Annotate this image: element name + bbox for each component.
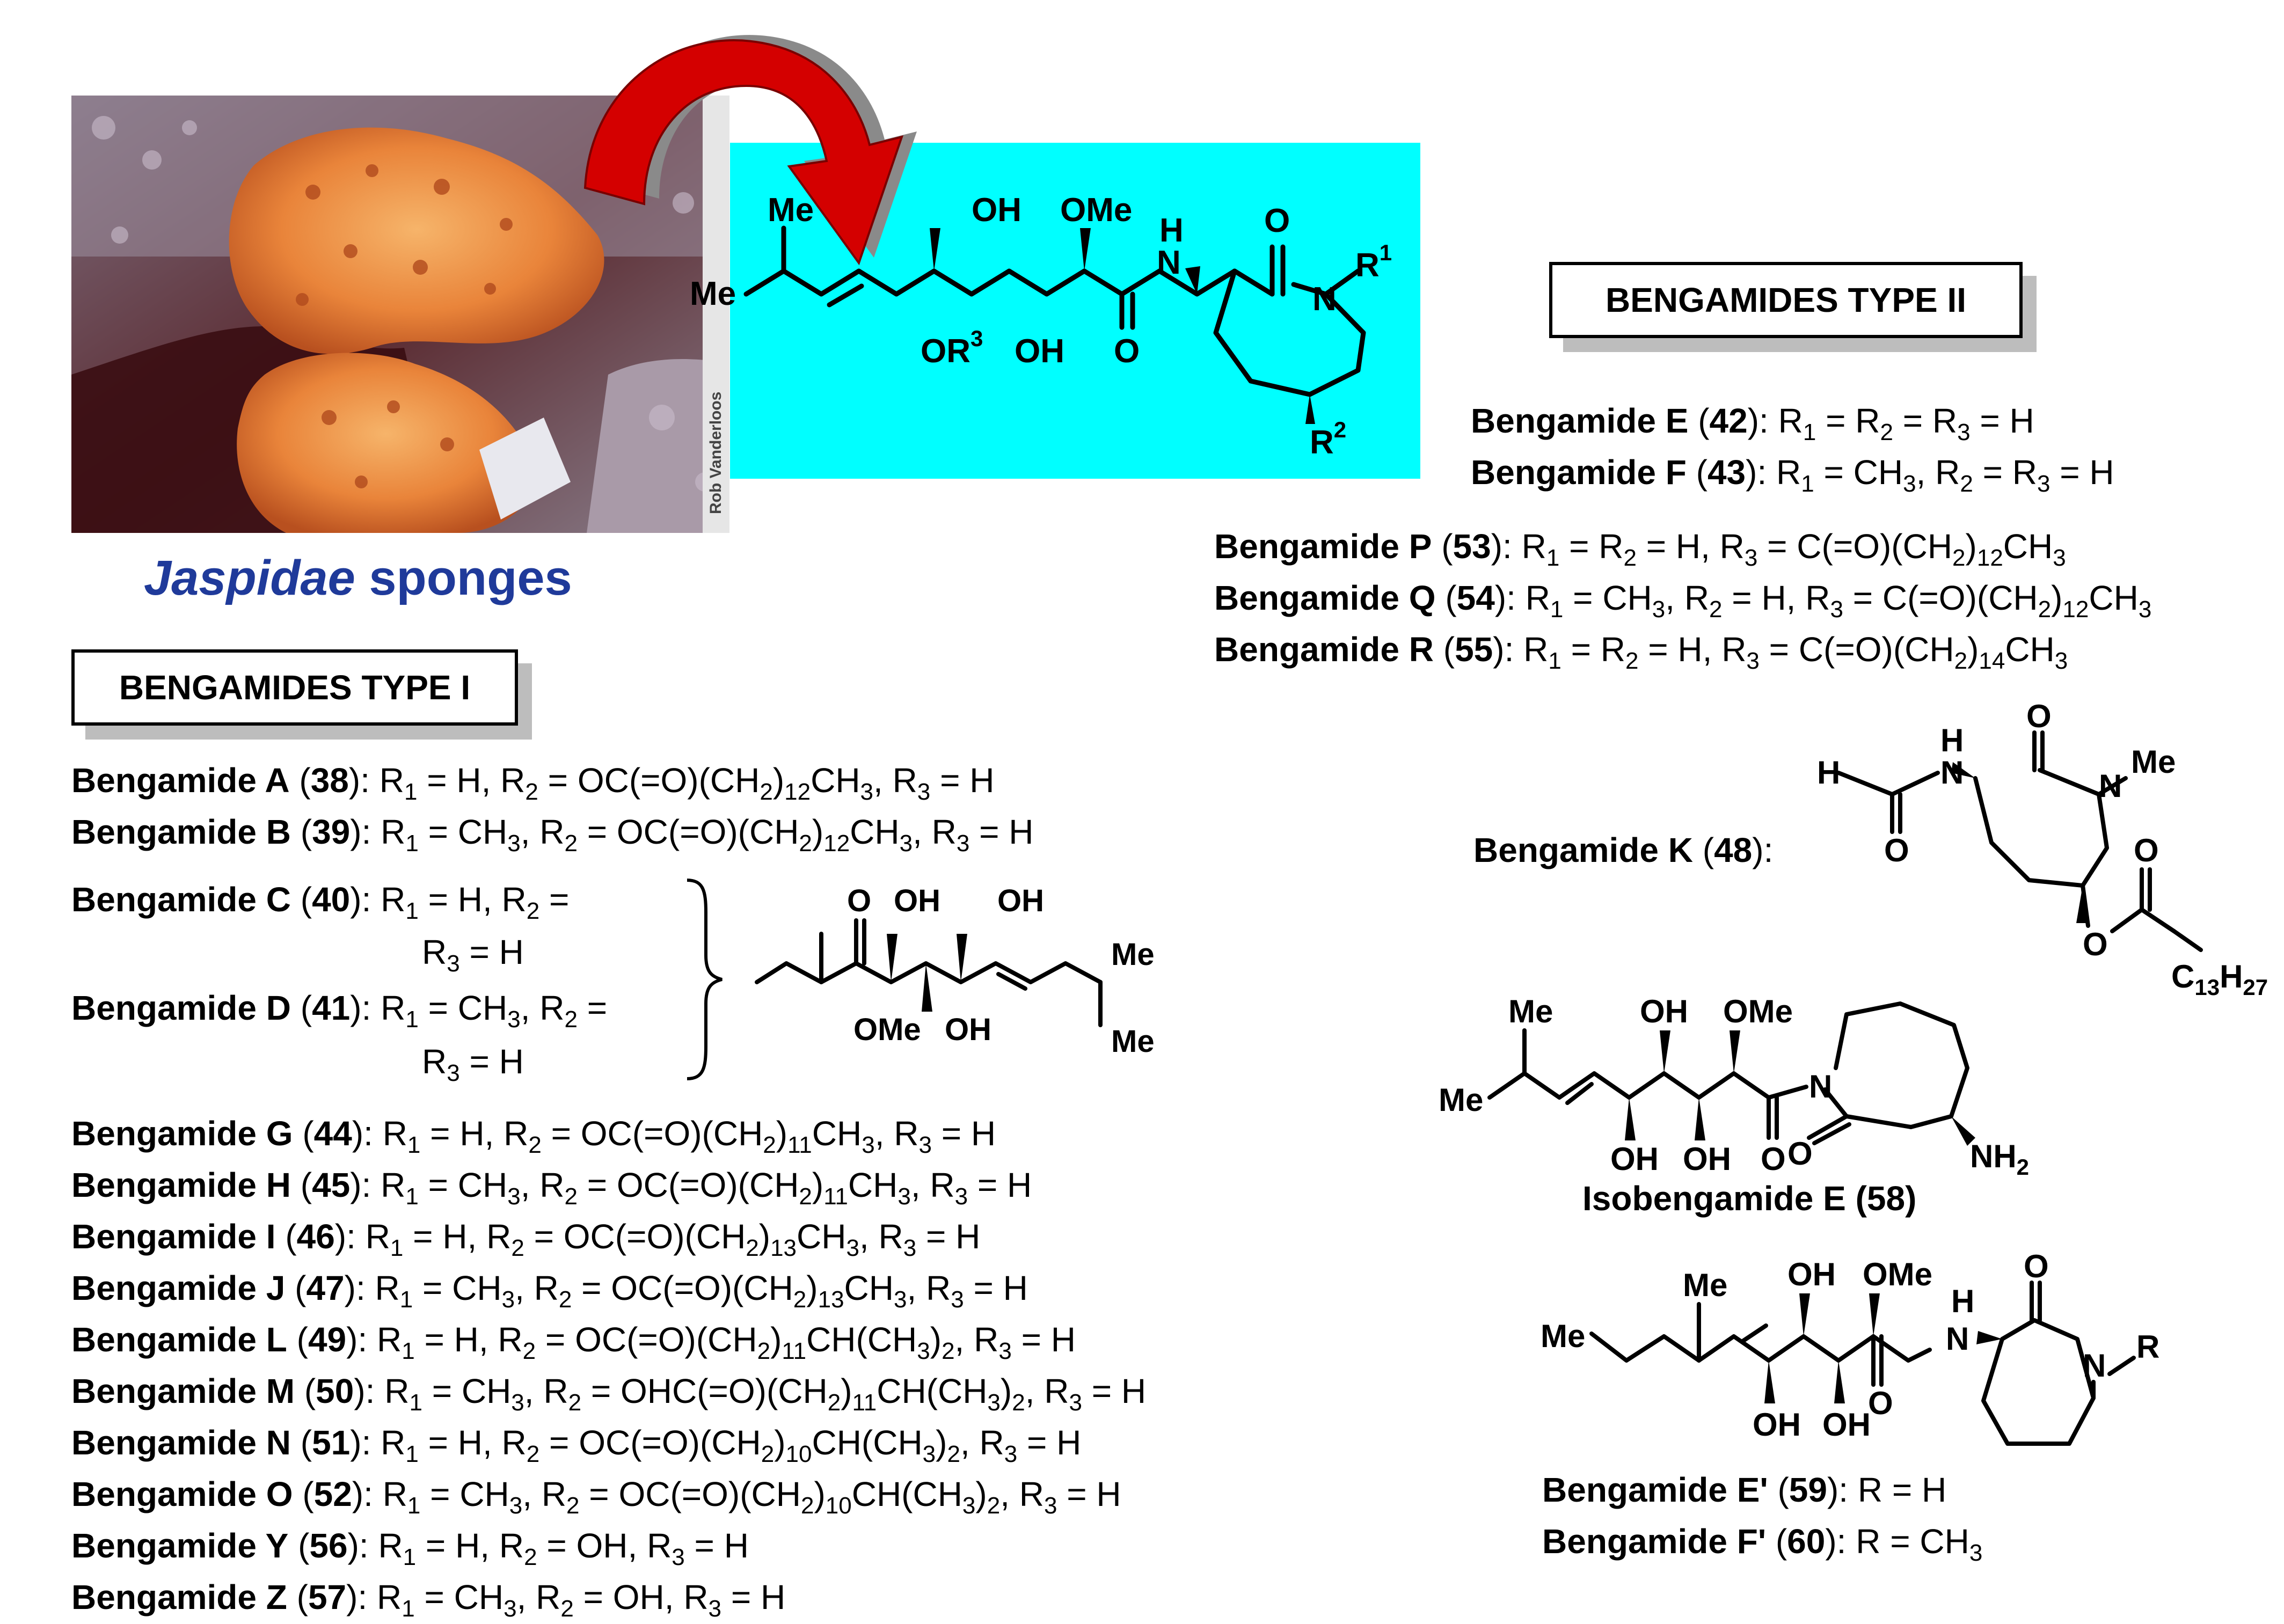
type1-row-g: Bengamide G (44): R1 = H, R2 = OC(=O)(CH… [71,1114,996,1158]
type1-row-z: Bengamide Z (57): R1 = CH3, R2 = OH, R3 … [71,1578,786,1622]
type1-row-h: Bengamide H (45): R1 = CH3, R2 = OC(=O)(… [71,1166,1032,1210]
type2-row-f: Bengamide F (43): R1 = CH3, R2 = R3 = H [1471,453,2114,497]
bengamide-k-structure: H H N O N Me O O O C13H27 [1817,698,2268,1000]
type1-row-y: Bengamide Y (56): R1 = H, R2 = OH, R3 = … [71,1526,749,1570]
e-prime-row-59: Bengamide E' (59): R = H [1542,1471,1947,1509]
type1-row-o: Bengamide O (52): R1 = CH3, R2 = OC(=O)(… [71,1475,1121,1519]
core-o-top: O [1264,202,1290,239]
bengamide-k-label: Bengamide K (48): [1473,831,1774,869]
iso-oh-b2: OH [1683,1141,1731,1177]
side-chain-ome: OMe [853,1012,921,1047]
ep-me-left: Me [1541,1318,1585,1354]
ep-oh-b1: OH [1753,1407,1801,1443]
core-r2: R2 [1310,417,1346,461]
type1-row-i: Bengamide I (46): R1 = H, R2 = OC(=O)(CH… [71,1217,981,1261]
caption-rest: sponges [355,551,572,605]
side-chain-structure: O OH OH OMe OH Me Me [687,879,1155,1080]
photo-credit: Rob Vanderloos [707,392,725,514]
iso-me-top: Me [1508,993,1553,1029]
type1-row-m: Bengamide M (50): R1 = CH3, R2 = OHC(=O)… [71,1372,1147,1416]
iso-ome: OMe [1723,993,1793,1029]
iso-n: N [1809,1069,1832,1104]
k-o-top: O [2026,698,2052,734]
core-r1: R1 [1355,240,1392,284]
k-o-ester: O [2083,926,2108,962]
type2-row-q: Bengamide Q (54): R1 = CH3, R2 = H, R3 =… [1214,579,2152,623]
type2-row-p: Bengamide P (53): R1 = R2 = H, R3 = C(=O… [1214,527,2066,571]
core-me-left: Me [690,275,736,312]
type1-row-a: Bengamide A (38): R1 = H, R2 = OC(=O)(CH… [71,761,995,805]
e-prime-row-60: Bengamide F' (60): R = CH3 [1542,1522,1983,1566]
core-o-bottom: O [1114,333,1140,370]
type1-row-l: Bengamide L (49): R1 = H, R2 = OC(=O)(CH… [71,1320,1076,1364]
core-oh-bottom: OH [1015,333,1064,370]
iso-oh-b1: OH [1610,1141,1659,1177]
type1-row-c: Bengamide C (40): R1 = H, R2 = [71,880,570,924]
type1-row-n: Bengamide N (51): R1 = H, R2 = OC(=O)(CH… [71,1423,1082,1467]
k-nh-h: H [1940,722,1964,758]
curved-arrow [583,35,917,266]
core-n-ring: N [1312,281,1337,318]
type1-row-d-cont: R3 = H [422,1042,524,1086]
type1-row-j: Bengamide J (47): R1 = CH3, R2 = OC(=O)(… [71,1269,1028,1313]
type1-row-c-cont: R3 = H [422,933,524,977]
side-chain-me1: Me [1111,937,1155,972]
iso-o-lactam: O [1787,1136,1813,1172]
k-me: Me [2131,744,2176,780]
brace [687,879,723,1080]
caption-genus: Jaspidae [144,551,355,605]
side-chain-oh3: OH [945,1012,991,1047]
ep-r: R [2136,1329,2159,1365]
ep-o-top: O [2024,1250,2049,1284]
ep-o-bottom: O [1868,1385,1893,1421]
type1-title: BENGAMIDES TYPE I [119,668,471,707]
core-me-top: Me [768,192,814,229]
ep-nh-h: H [1951,1283,1974,1319]
isobengamide-label: Isobengamide E (58) [1582,1179,1917,1218]
type2-title: BENGAMIDES TYPE II [1605,281,1967,319]
side-chain-o: O [847,883,871,918]
type2-row-r: Bengamide R (55): R1 = R2 = H, R3 = C(=O… [1214,630,2068,674]
photo-caption: Jaspidae sponges [144,550,572,606]
type2-title-box: BENGAMIDES TYPE II [1549,262,2023,338]
ep-oh-top: OH [1787,1256,1836,1292]
ep-n: N [2083,1348,2106,1384]
core-nh-n: N [1157,244,1181,281]
type2-row-e: Bengamide E (42): R1 = R2 = R3 = H [1471,401,2034,445]
ep-oh-b2: OH [1822,1407,1871,1443]
k-nh-n: N [1940,755,1964,791]
core-or3: OR3 [921,326,983,370]
k-h: H [1817,755,1840,791]
type1-row-b: Bengamide B (39): R1 = CH3, R2 = OC(=O)(… [71,813,1034,857]
type1-title-box: BENGAMIDES TYPE I [71,649,518,726]
core-ome-top: OMe [1060,192,1132,229]
iso-o-amide: O [1761,1141,1786,1177]
isobengamide-structure: Me Me OH OMe N OH OH O O NH2 [1439,993,2029,1180]
iso-nh2: NH2 [1970,1138,2029,1180]
k-tail: C13H27 [2171,959,2268,1000]
ep-nh-n: N [1946,1321,1969,1357]
side-chain-oh2: OH [997,883,1044,918]
side-chain-oh1: OH [894,883,940,918]
k-o-carbonyl: O [2134,832,2159,868]
k-o-formyl: O [1884,832,1909,868]
core-oh-top: OH [972,192,1021,229]
type1-row-d: Bengamide D (41): R1 = CH3, R2 = [71,989,608,1033]
iso-oh-top: OH [1640,993,1688,1029]
core-nh-h: H [1159,212,1184,249]
side-chain-me2: Me [1111,1024,1155,1059]
iso-me-left: Me [1439,1082,1483,1118]
ep-ome: OMe [1863,1256,1932,1292]
bengamide-e-prime-structure: Me Me OH OMe H N O N R OH OH O [1541,1250,2159,1446]
k-n: N [2099,768,2122,804]
ep-me-top: Me [1683,1267,1727,1303]
